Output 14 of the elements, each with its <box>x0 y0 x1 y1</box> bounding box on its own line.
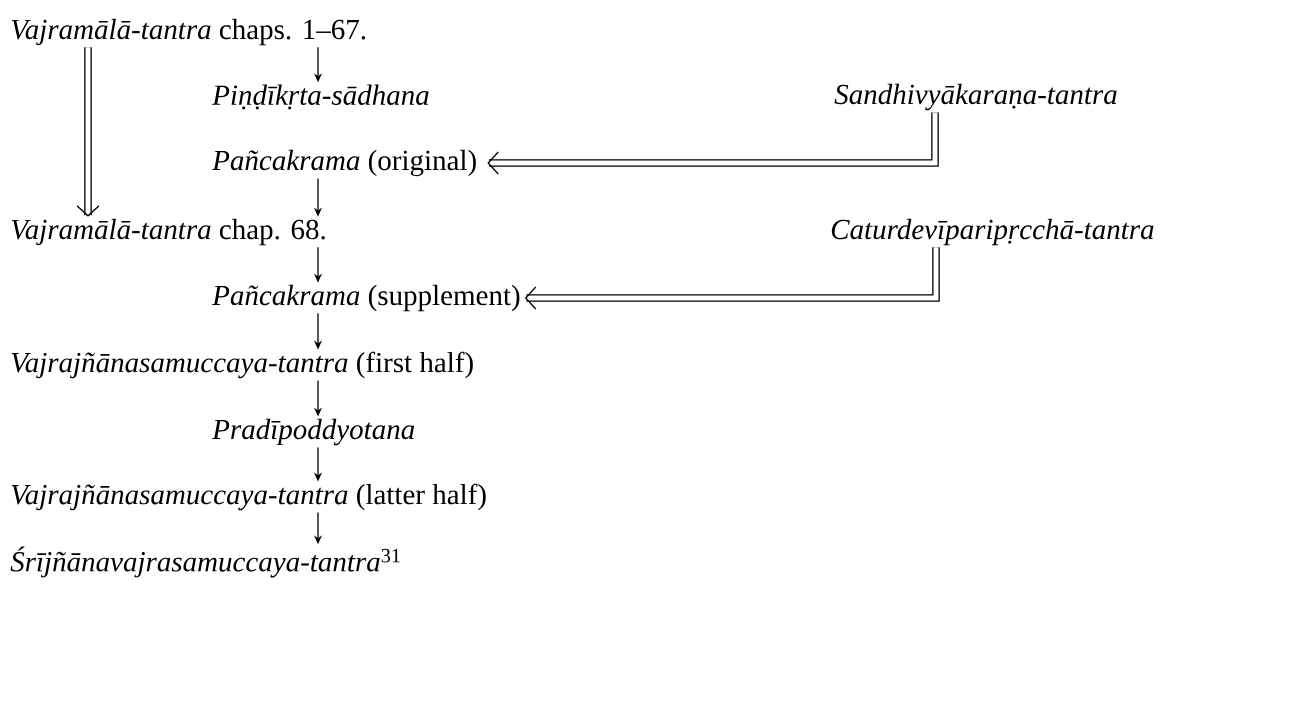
text-label: Piṇḍīkṛta-sādhana <box>212 84 429 110</box>
text-label: Pañcakrama (supplement) <box>212 284 520 312</box>
text-label: Vajrajñānasamuccaya-tantra (latter half) <box>11 483 486 511</box>
text-label: Vajramālā-tantra chap. 68. <box>11 218 325 246</box>
text-label: Caturdevīparipṛcchā-tantra <box>831 218 1154 246</box>
double-arrow <box>524 247 940 310</box>
double-arrow <box>487 112 939 175</box>
text-label: Vajramālā-tantra chaps. 1–67. <box>11 18 366 46</box>
text-label: Sandhivyākaraṇa-tantra <box>834 83 1117 111</box>
text-label: Pañcakrama (original) <box>212 149 476 177</box>
text-label: Pradīpoddyotana <box>212 418 415 446</box>
double-arrow <box>76 47 100 217</box>
text-label: Vajrajñānasamuccaya-tantra (first half) <box>11 351 473 379</box>
text-label: Śrījñānavajrasamuccaya-tantra$^{31}$ <box>10 546 400 578</box>
